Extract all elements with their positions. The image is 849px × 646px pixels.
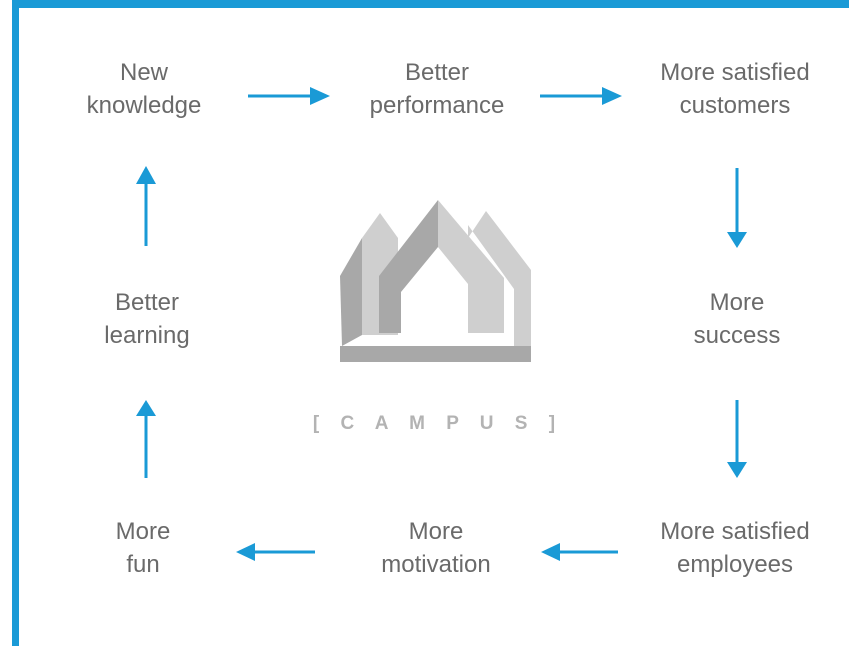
node-line: knowledge [86, 92, 202, 119]
node-line: Better [404, 59, 470, 86]
arrow-right-icon [540, 87, 622, 105]
node-line: New [119, 59, 168, 86]
node-line: More [115, 518, 171, 545]
campus-logo-icon [340, 200, 531, 362]
node-more-success: More success [627, 286, 847, 352]
frame-top-border [12, 0, 849, 8]
node-line: More [709, 289, 765, 316]
campus-wordmark: [ C A M P U S ] [312, 413, 564, 434]
node-line: learning [104, 322, 190, 349]
node-line: success [693, 322, 781, 349]
node-better-performance: Better performance [327, 56, 547, 122]
arrow-up-icon [136, 400, 156, 478]
frame-left-border [12, 0, 19, 646]
node-line: Better [114, 289, 180, 316]
node-line: fun [126, 551, 160, 578]
arrow-right-icon [248, 87, 330, 105]
node-more-satisfied-customers: More satisfied customers [625, 56, 845, 122]
node-line: customers [679, 92, 791, 119]
node-line: performance [369, 92, 505, 119]
node-line: employees [676, 551, 794, 578]
node-more-motivation: More motivation [326, 515, 546, 581]
arrow-down-icon [727, 400, 747, 478]
node-more-fun: More fun [33, 515, 253, 581]
arrow-left-icon [236, 543, 315, 561]
arrow-left-icon [541, 543, 618, 561]
node-more-satisfied-employees: More satisfied employees [625, 515, 845, 581]
node-better-learning: Better learning [37, 286, 257, 352]
arrow-down-icon [727, 168, 747, 248]
node-line: More [408, 518, 464, 545]
node-line: motivation [381, 551, 491, 578]
node-line: More satisfied [660, 518, 810, 545]
node-line: More satisfied [660, 59, 810, 86]
arrow-up-icon [136, 166, 156, 246]
node-new-knowledge: New knowledge [34, 56, 254, 122]
